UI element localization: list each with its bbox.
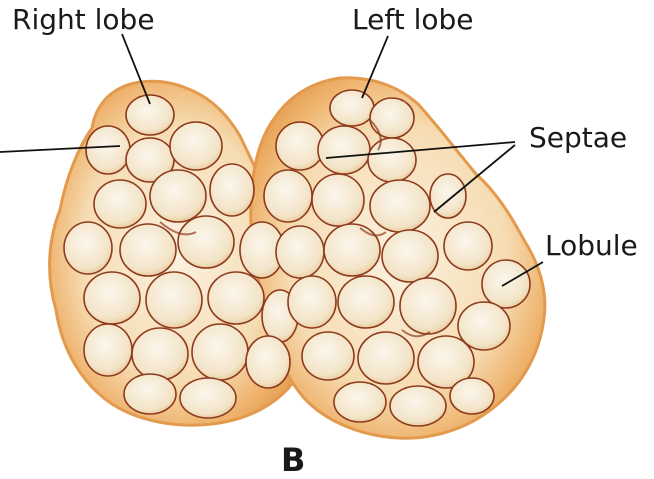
- lobule: [132, 328, 188, 380]
- label-right-lobe: Right lobe: [12, 6, 155, 34]
- lobule: [120, 224, 176, 276]
- lobule: [382, 230, 438, 282]
- lobule: [124, 374, 176, 414]
- lobule: [170, 122, 222, 170]
- lobule: [146, 272, 202, 328]
- label-left-lobe: Left lobe: [352, 6, 474, 34]
- lobule: [276, 226, 324, 278]
- lobule: [288, 276, 336, 328]
- lobule: [94, 180, 146, 228]
- label-lobule: Lobule: [545, 232, 638, 260]
- lobule: [84, 324, 132, 376]
- lobule: [192, 324, 248, 380]
- lobule: [400, 278, 456, 334]
- lobule: [86, 126, 130, 174]
- lobule: [338, 276, 394, 328]
- lobule: [324, 224, 380, 276]
- lobule: [84, 272, 140, 324]
- lobule: [368, 138, 416, 182]
- lobule: [64, 222, 112, 274]
- lobule: [126, 95, 174, 135]
- lobule: [450, 378, 494, 414]
- lobule: [180, 378, 236, 418]
- lobule: [370, 180, 430, 232]
- lobule: [246, 336, 290, 388]
- lobule: [318, 126, 370, 174]
- lobule: [264, 170, 312, 222]
- lobule: [444, 222, 492, 270]
- lobule: [334, 382, 386, 422]
- lobule: [330, 90, 374, 126]
- lobule: [358, 332, 414, 384]
- panel-label: B: [281, 444, 305, 476]
- lobule: [390, 386, 446, 426]
- lobule: [302, 332, 354, 380]
- lobule: [312, 174, 364, 226]
- lobule: [370, 98, 414, 138]
- lobule: [178, 216, 234, 268]
- lobule: [208, 272, 264, 324]
- lobule: [150, 170, 206, 222]
- lobule: [210, 164, 254, 216]
- lobule: [276, 122, 324, 170]
- label-septae: Septae: [529, 124, 627, 152]
